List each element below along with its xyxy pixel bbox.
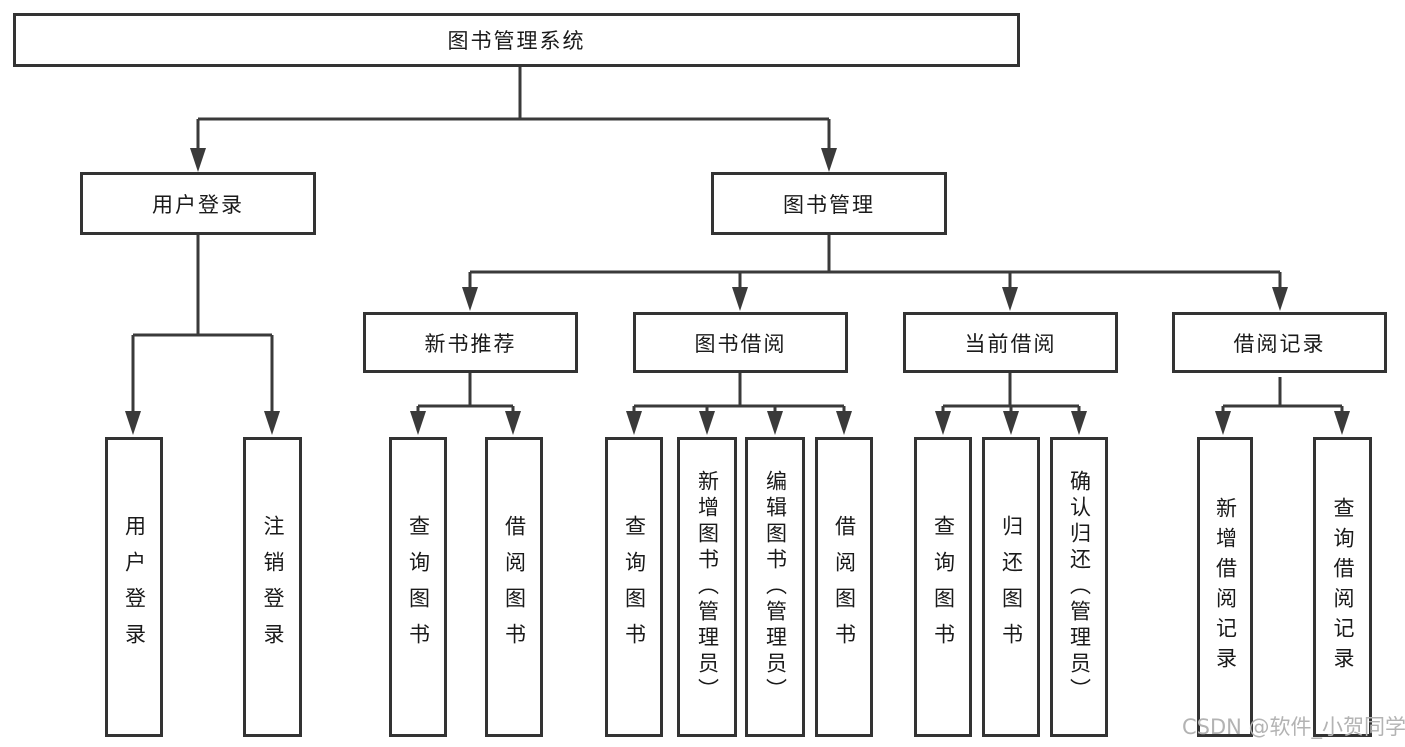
node-label: 确认归还（管理员） [1067,470,1092,704]
node-leaf-query-borrow-record: 查询借阅记录 [1313,437,1372,737]
node-leaf-user-login: 用户登录 [105,437,163,737]
node-leaf-query-books-borrowing: 查询图书 [605,437,663,737]
node-borrow-records: 借阅记录 [1172,312,1387,373]
node-label: 图书借阅 [694,331,787,356]
node-label: 查询图书 [622,515,647,659]
node-leaf-add-borrow-record: 新增借阅记录 [1197,437,1253,737]
node-label: 归还图书 [999,515,1024,659]
node-label: 借阅图书 [502,515,527,659]
node-leaf-query-books-recommend: 查询图书 [389,437,447,737]
node-label: 新增借阅记录 [1213,497,1238,677]
node-library-system-root: 图书管理系统 [13,13,1020,67]
node-label: 用户登录 [152,192,244,217]
node-leaf-edit-books-admin: 编辑图书（管理员） [745,437,805,737]
node-user-login-branch: 用户登录 [80,172,316,235]
node-label: 当前借阅 [964,331,1057,356]
node-label: 查询图书 [931,515,956,659]
node-label: 图书管理系统 [447,29,586,53]
csdn-watermark: CSDN @软件_小贺同学 [1182,715,1405,739]
node-label: 查询图书 [406,515,431,659]
node-label: 借阅记录 [1233,331,1326,356]
node-label: 用户登录 [122,515,147,659]
node-leaf-borrow-books-recommend: 借阅图书 [485,437,543,737]
node-book-borrowing: 图书借阅 [633,312,848,373]
node-leaf-query-books-current: 查询图书 [914,437,972,737]
node-label: 编辑图书（管理员） [763,470,788,704]
node-leaf-confirm-return-admin: 确认归还（管理员） [1050,437,1108,737]
node-new-book-recommend: 新书推荐 [363,312,578,373]
node-book-management-branch: 图书管理 [711,172,947,235]
node-leaf-add-books-admin: 新增图书（管理员） [677,437,737,737]
node-label: 新书推荐 [424,331,517,356]
node-label: 借阅图书 [832,515,857,659]
node-leaf-logout: 注销登录 [243,437,302,737]
node-label: 查询借阅记录 [1331,497,1355,677]
node-label: 新增图书（管理员） [695,470,720,704]
node-leaf-borrow-books: 借阅图书 [815,437,873,737]
node-current-borrowing: 当前借阅 [903,312,1118,373]
node-label: 图书管理 [783,192,875,217]
node-leaf-return-books: 归还图书 [982,437,1040,737]
node-label: 注销登录 [261,515,285,659]
